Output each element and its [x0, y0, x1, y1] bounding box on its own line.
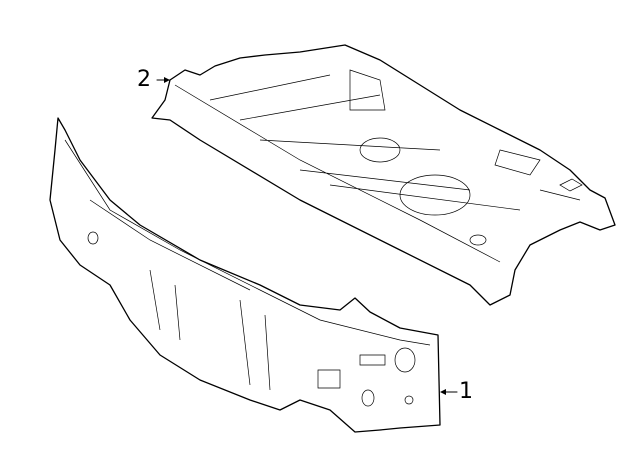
callout-2: 2: [137, 67, 151, 92]
part-1-rear-panel: [49, 117, 441, 433]
part-2-rear-package-tray: [151, 44, 616, 306]
callout-1: 1: [459, 379, 473, 404]
leader-arrows: [156, 77, 458, 395]
